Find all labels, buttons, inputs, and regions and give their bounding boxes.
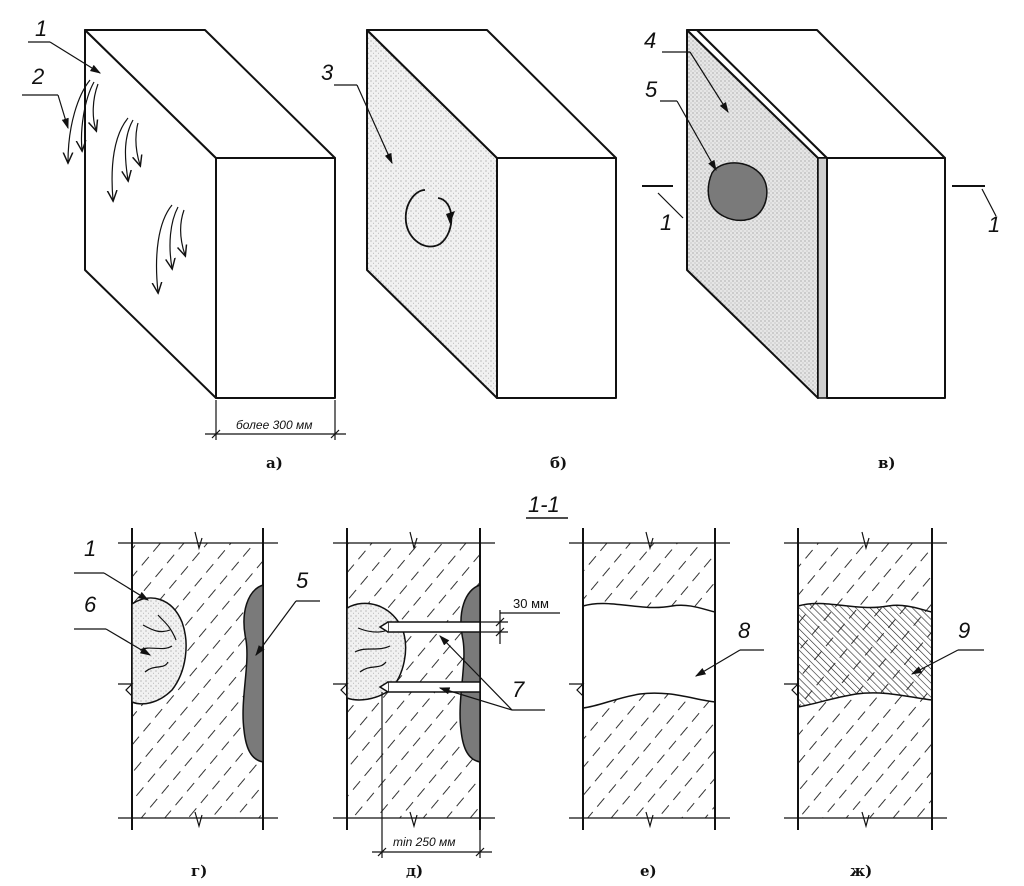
label-3: 3 (321, 60, 334, 85)
caption-v: в) (878, 454, 896, 472)
label-5-top: 5 (645, 77, 658, 102)
caption-a: а) (266, 454, 283, 472)
caption-b: б) (550, 454, 567, 472)
caption-g: г) (191, 862, 207, 880)
label-6: 6 (84, 592, 97, 617)
dimension-min-250: min 250 мм (393, 835, 455, 849)
block-b: 3 б) (321, 29, 617, 472)
caption-d: д) (406, 862, 423, 880)
label-9: 9 (958, 618, 970, 643)
caption-zh: ж) (850, 862, 872, 880)
label-5-bottom: 5 (296, 568, 309, 593)
label-7: 7 (512, 677, 525, 702)
label-2: 2 (31, 64, 44, 89)
section-g: 1 6 5 г) (74, 528, 320, 880)
section-zh: 9 ж) (784, 528, 984, 880)
cut-label-left: 1 (660, 210, 672, 235)
dimension-more-300: более 300 мм (236, 418, 312, 432)
label-1-bottom: 1 (84, 536, 96, 561)
damaged-zone (131, 597, 187, 705)
dimension-30mm: 30 мм (513, 596, 549, 611)
section-title: 1-1 (528, 492, 560, 517)
block-a: 1 2 более 300 мм а) (22, 16, 346, 472)
section-d: 30 мм 7 min 250 мм д) (333, 528, 560, 880)
label-1-top: 1 (35, 16, 47, 41)
water-flow-arrows (68, 79, 185, 292)
label-8: 8 (738, 618, 751, 643)
caption-e: е) (640, 862, 657, 880)
label-4: 4 (644, 28, 656, 53)
block-v: 4 5 1 1 в) (642, 28, 1000, 472)
repair-spot (707, 162, 768, 221)
section-e: 8 е) (569, 528, 764, 880)
cut-label-right: 1 (988, 212, 1000, 237)
